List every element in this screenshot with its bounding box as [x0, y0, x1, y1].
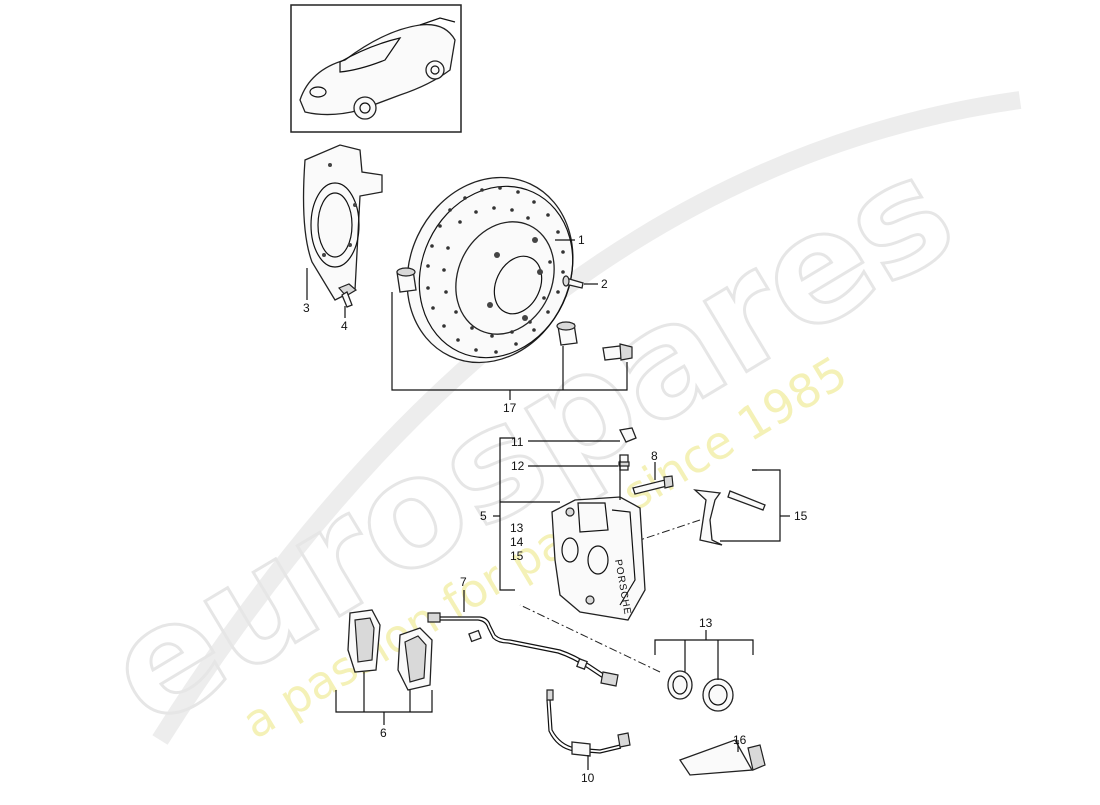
callout-17: 17 — [503, 401, 517, 415]
disc-screw[interactable] — [562, 275, 584, 289]
car-thumbnail-icon[interactable] — [290, 4, 462, 133]
disc-bolt[interactable] — [602, 343, 633, 361]
brake-caliper-icon[interactable]: PORSCHE — [551, 496, 646, 621]
brake-hose[interactable] — [546, 689, 631, 757]
callout-6: 6 — [380, 726, 387, 740]
callout-1: 1 — [578, 233, 585, 247]
caliper-bolt[interactable] — [632, 475, 674, 495]
callout-2: 2 — [601, 277, 608, 291]
pad-spring[interactable] — [693, 489, 723, 546]
disc-bushing-left[interactable] — [396, 267, 417, 293]
callout-15b: 15 — [794, 509, 808, 523]
callout-13a: 13 — [510, 521, 524, 535]
callout-8: 8 — [651, 449, 658, 463]
callout-15a: 15 — [510, 549, 524, 563]
brake-disc-icon[interactable] — [377, 150, 602, 390]
seal-ring-large[interactable] — [702, 678, 734, 712]
wear-sensor[interactable] — [427, 612, 619, 687]
callout-14: 14 — [510, 535, 524, 549]
callout-12: 12 — [511, 459, 525, 473]
brake-pad-left[interactable] — [347, 609, 381, 673]
bleeder-cap[interactable] — [619, 427, 637, 443]
callout-5: 5 — [480, 509, 487, 523]
callout-4: 4 — [341, 319, 348, 333]
callout-10: 10 — [581, 771, 595, 785]
grease-tube[interactable] — [679, 739, 766, 776]
pad-pin[interactable] — [727, 490, 766, 511]
callout-11: 11 — [511, 435, 524, 449]
seal-ring-small[interactable] — [667, 670, 693, 700]
callout-7: 7 — [460, 575, 467, 589]
disc-bushing-right[interactable] — [556, 321, 578, 346]
callout-3: 3 — [303, 301, 310, 315]
callout-16: 16 — [733, 733, 747, 747]
callout-13b: 13 — [699, 616, 713, 630]
dust-shield[interactable] — [302, 144, 383, 301]
brake-pad-right[interactable] — [397, 627, 433, 691]
shield-bolt[interactable] — [337, 283, 358, 308]
